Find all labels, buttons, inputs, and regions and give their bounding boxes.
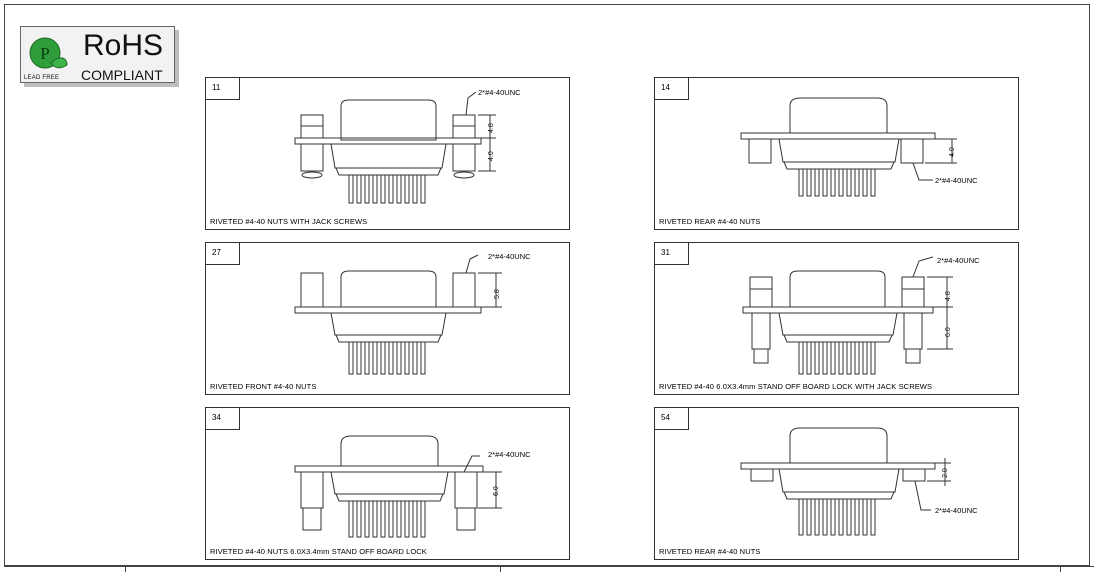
dimension-label: 4.8 xyxy=(945,291,952,301)
shell-front xyxy=(340,99,437,141)
title-block-rule xyxy=(4,566,1094,567)
dimension-label: 6.0 xyxy=(945,327,952,337)
logo-letter: P xyxy=(40,44,49,63)
panel-number: 31 xyxy=(655,243,689,265)
panel-caption: RIVETED #4-40 NUTS WITH JACK SCREWS xyxy=(210,217,368,226)
title-block-divider xyxy=(125,566,126,572)
connector-drawing: 2.0 xyxy=(740,427,951,536)
option-panel-14: 14 4.0 2*#4-40UNC RIVETED REAR #4-40 NUT… xyxy=(654,77,1019,230)
option-panel-54: 54 2.0 2*#4-40UNC RIVETED REAR #4-40 NUT… xyxy=(654,407,1019,560)
thread-callout: 2*#4-40UNC xyxy=(937,256,980,265)
panel-caption: RIVETED #4-40 6.0X3.4mm STAND OFF BOARD … xyxy=(659,382,933,391)
connector-drawing: 4.8 6.0 xyxy=(742,256,953,375)
panel-caption: RIVETED #4-40 NUTS 6.0X3.4mm STAND OFF B… xyxy=(210,547,427,556)
dimension-label: 4.0 xyxy=(488,151,495,161)
panel-number: 27 xyxy=(206,243,240,265)
thread-callout: 2*#4-40UNC xyxy=(478,88,521,97)
connector-drawing: 6.0 xyxy=(294,435,502,538)
panel-caption: RIVETED REAR #4-40 NUTS xyxy=(659,547,761,556)
panel-number: 11 xyxy=(206,78,240,100)
dimension-label: 4.0 xyxy=(949,147,956,157)
connector-drawing: 5.8 xyxy=(294,254,502,375)
panel-caption: RIVETED REAR #4-40 NUTS xyxy=(659,217,761,226)
dimension-label: 4.8 xyxy=(488,123,495,133)
thread-callout: 2*#4-40UNC xyxy=(488,252,531,261)
dimension-label: 6.0 xyxy=(493,486,500,496)
option-panel-27: 27 5.8 2*#4-40UNC RIVETED FRONT #4-40 NU… xyxy=(205,242,570,395)
panel-number: 34 xyxy=(206,408,240,430)
option-panel-34: 34 6.0 2*#4-40UNC RIVETED #4-40 NUTS 6.0… xyxy=(205,407,570,560)
lead-free-label: LEAD FREE xyxy=(24,75,60,81)
title-block-divider xyxy=(500,566,501,572)
panel-number: 54 xyxy=(655,408,689,430)
dimension-label: 5.8 xyxy=(494,289,501,299)
lead-free-leaf-icon: P xyxy=(29,37,68,69)
option-panel-11: 11 4.8 4.0 2*#4-40UNC RIVETED #4-40 NUTS xyxy=(205,77,570,230)
connector-drawing: 4.0 xyxy=(740,97,957,197)
panel-caption: RIVETED FRONT #4-40 NUTS xyxy=(210,382,317,391)
title-block-divider xyxy=(1060,566,1061,572)
dimension-label: 2.0 xyxy=(942,468,949,478)
rohs-title: RoHS xyxy=(83,29,164,62)
option-panel-31: 31 4.8 6.0 2*#4-40UNC RIVETED #4-40 6.0X… xyxy=(654,242,1019,395)
rohs-badge-box: P RoHS COMPLIANT LEAD FREE xyxy=(20,26,175,83)
drawing-frame xyxy=(4,4,1090,566)
rohs-subtitle: COMPLIANT xyxy=(81,67,163,83)
thread-callout: 2*#4-40UNC xyxy=(488,450,531,459)
rohs-badge: P RoHS COMPLIANT LEAD FREE xyxy=(20,26,179,87)
panel-number: 14 xyxy=(655,78,689,100)
thread-callout: 2*#4-40UNC xyxy=(935,506,978,515)
thread-callout: 2*#4-40UNC xyxy=(935,176,978,185)
connector-drawing: 4.8 4.0 xyxy=(294,91,496,204)
